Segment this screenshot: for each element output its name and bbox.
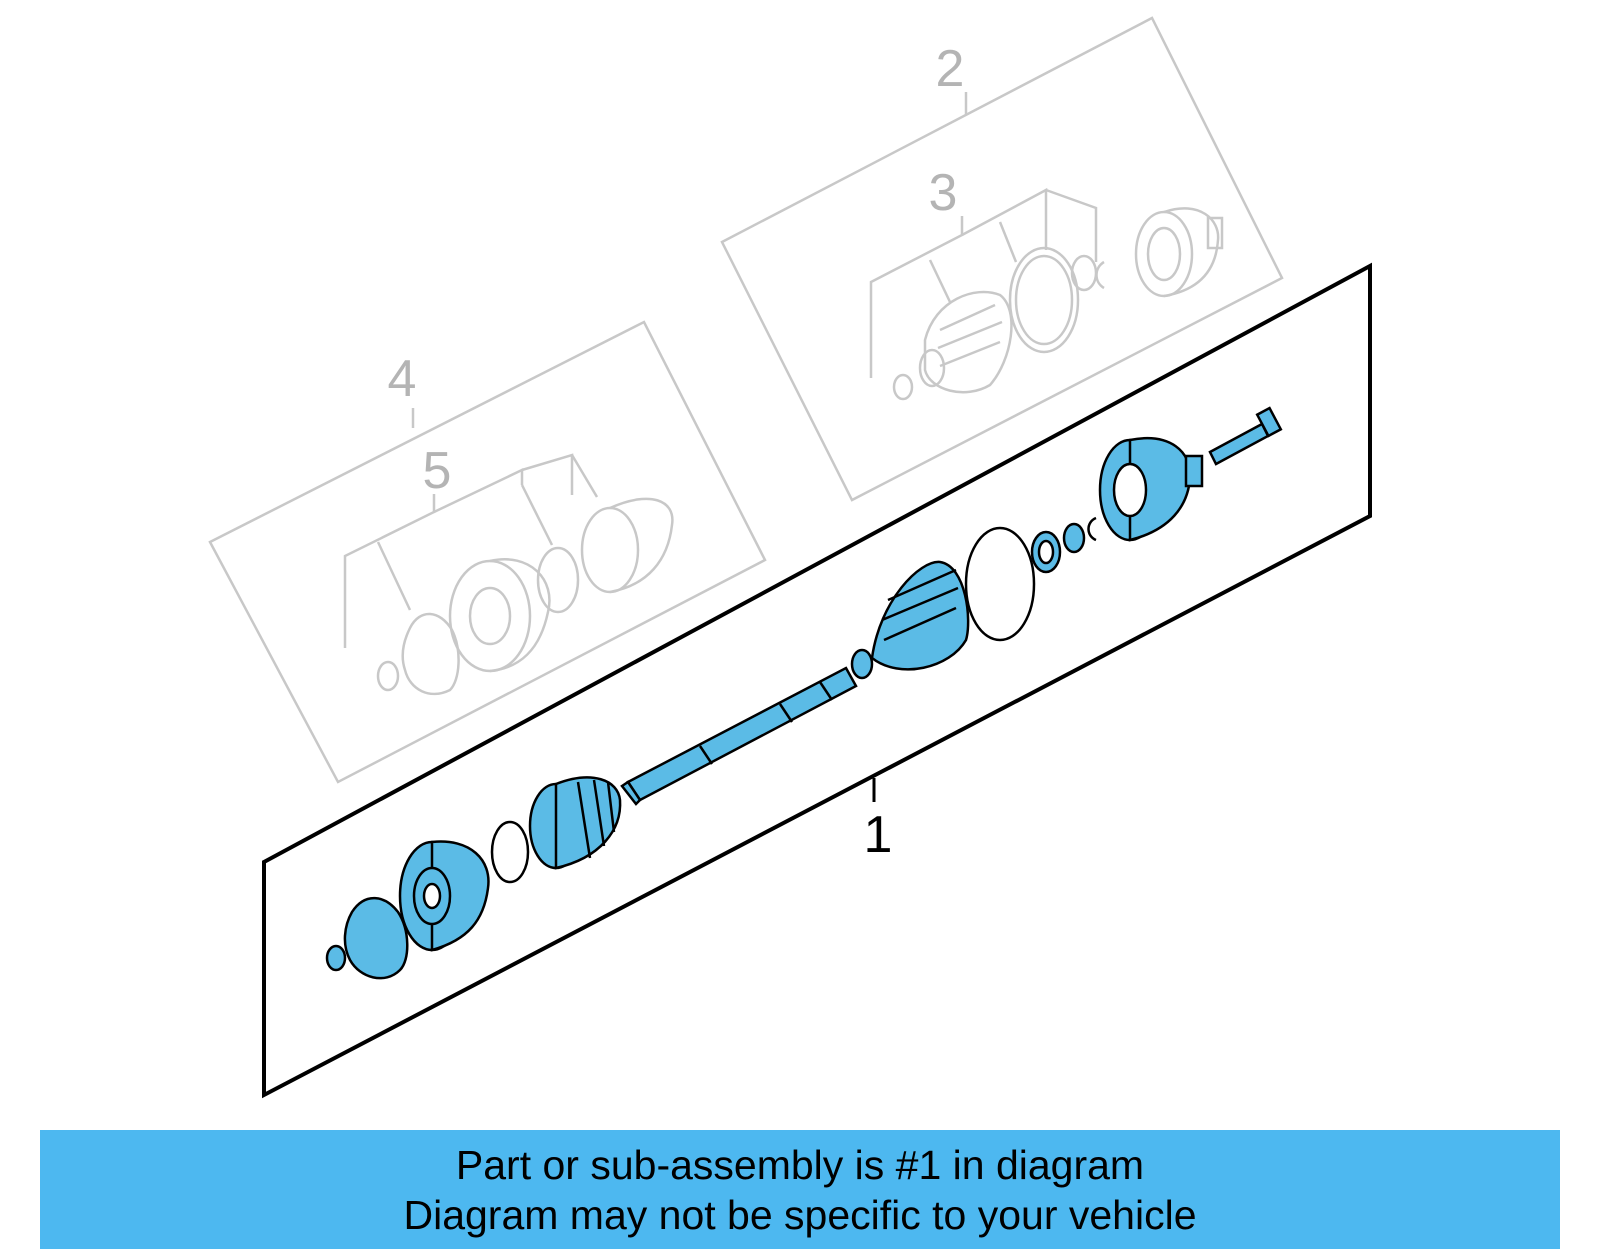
callout-1: 1	[864, 806, 893, 864]
caption-line-2: Diagram may not be specific to your vehi…	[403, 1191, 1197, 1238]
ghost-outer-cv-joint-icon	[1134, 207, 1224, 298]
callout-5: 5	[423, 442, 452, 500]
panel-2-outer-joint-kit	[720, 16, 1284, 502]
axle-shaft-assembly-icon	[325, 406, 1283, 980]
panel-4-inner-joint-kit	[208, 320, 767, 784]
callout-4: 4	[388, 350, 417, 408]
ghost-inner-cv-joint-icon	[448, 558, 551, 673]
caption-banner: Part or sub-assembly is #1 in diagram Di…	[40, 1130, 1560, 1249]
callout-3: 3	[929, 164, 958, 222]
ghost-outer-boot-icon	[918, 290, 1013, 394]
ghost-gasket-icon	[401, 612, 460, 696]
ghost-inner-boot-icon	[580, 497, 674, 594]
panel-1-axle-assembly	[262, 262, 1372, 1099]
callout-2: 2	[936, 40, 965, 98]
caption-line-1: Part or sub-assembly is #1 in diagram	[455, 1141, 1145, 1188]
